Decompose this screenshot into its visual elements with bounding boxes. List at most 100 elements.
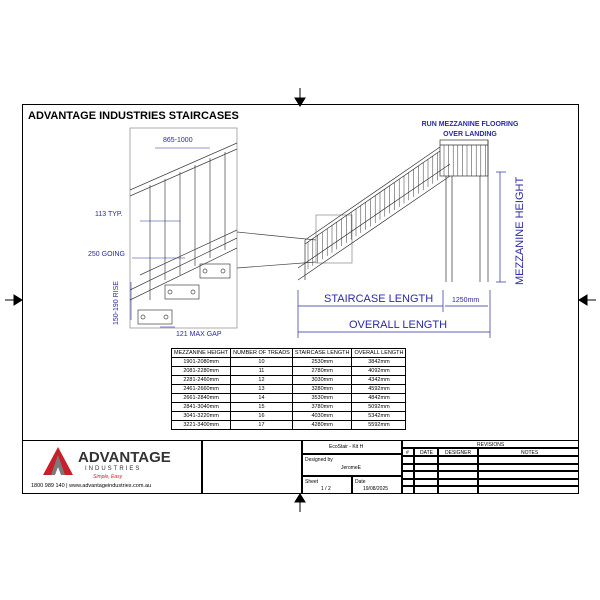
revision-cell bbox=[478, 456, 579, 464]
table-cell: 4592mm bbox=[351, 384, 407, 394]
date-label: Date bbox=[355, 479, 366, 485]
table-cell: 13 bbox=[230, 384, 293, 394]
rev-col-label: NOTES bbox=[521, 450, 539, 456]
main-staircase bbox=[297, 139, 489, 282]
rise-label: 150-190 RISE bbox=[113, 281, 120, 325]
mezzanine-note-line2: OVER LANDING bbox=[443, 131, 497, 138]
revision-cell bbox=[438, 456, 478, 464]
landing-length-label: 1250mm bbox=[452, 297, 480, 304]
page-title: ADVANTAGE INDUSTRIES STAIRCASES bbox=[28, 110, 239, 122]
revision-cell bbox=[478, 478, 579, 487]
table-cell: 2461-2660mm bbox=[170, 384, 232, 394]
sheet-value: 1 / 2 bbox=[321, 486, 331, 492]
revision-cell bbox=[402, 463, 414, 472]
table-header: OVERALL LENGTH bbox=[351, 348, 407, 358]
title-block: ADVANTAGE INDUSTRIES Simple, Easy 1800 9… bbox=[22, 440, 579, 494]
table-header: NUMBER OF TREADS bbox=[230, 348, 293, 358]
table-cell: 10 bbox=[230, 357, 293, 367]
table-cell: 2841-3040mm bbox=[170, 402, 232, 412]
logo-cell: ADVANTAGE INDUSTRIES Simple, Easy 1800 9… bbox=[22, 440, 202, 494]
mezzanine-height-label: MEZZANINE HEIGHT bbox=[514, 176, 526, 285]
date-cell: Date 19/08/2025 bbox=[352, 476, 402, 494]
revision-cell bbox=[414, 486, 438, 494]
revision-cell bbox=[402, 456, 414, 464]
logo-name: ADVANTAGE bbox=[78, 449, 171, 466]
table-cell: 1901-2080mm bbox=[170, 357, 232, 367]
table-cell: 12 bbox=[230, 375, 293, 385]
table-cell: 11 bbox=[230, 366, 293, 376]
rev-col-label: DATE bbox=[420, 450, 433, 456]
sheet-cell: Sheet 1 / 2 bbox=[302, 476, 352, 494]
revisions-header: REVISIONS bbox=[402, 440, 579, 448]
blank-cell bbox=[202, 440, 302, 494]
revision-cell bbox=[402, 478, 414, 487]
date-value: 19/08/2025 bbox=[363, 486, 389, 492]
revision-cell bbox=[414, 463, 438, 472]
table-cell: 4342mm bbox=[351, 375, 407, 385]
table-cell: 3780mm bbox=[291, 402, 353, 412]
handrail-height-label: 865-1000 bbox=[163, 137, 193, 144]
mezzanine-note: RUN MEZZANINE FLOORING OVER LANDING bbox=[400, 120, 540, 140]
table-header: STAIRCASE LENGTH bbox=[291, 348, 353, 358]
table-cell: 3030mm bbox=[291, 375, 353, 385]
table-cell: 3530mm bbox=[291, 393, 353, 403]
rev-col-label: # bbox=[406, 450, 409, 456]
rev-col: NOTES bbox=[478, 448, 579, 456]
revision-cell bbox=[402, 471, 414, 479]
table-cell: 2661-2840mm bbox=[170, 393, 232, 403]
table-cell: 5592mm bbox=[351, 420, 407, 430]
detail-dimensions bbox=[130, 147, 210, 328]
table-cell: 14 bbox=[230, 393, 293, 403]
revisions-label: REVISIONS bbox=[477, 442, 505, 448]
table-cell: 17 bbox=[230, 420, 293, 430]
revision-cell bbox=[478, 471, 579, 479]
overall-length-label: OVERALL LENGTH bbox=[349, 319, 448, 331]
revision-cell bbox=[414, 471, 438, 479]
table-cell: 2281-2460mm bbox=[170, 375, 232, 385]
rev-col: # bbox=[402, 448, 414, 456]
main-dimensions bbox=[297, 171, 506, 338]
table-cell: 2530mm bbox=[291, 357, 353, 367]
table-cell: 15 bbox=[230, 402, 293, 412]
table-cell: 2081-2280mm bbox=[170, 366, 232, 376]
revision-cell bbox=[478, 463, 579, 472]
table-cell: 4092mm bbox=[351, 366, 407, 376]
contact-info: 1800 989 140 | www.advantageindustries.c… bbox=[31, 483, 152, 489]
table-cell: 16 bbox=[230, 411, 293, 421]
mezzanine-note-line1: RUN MEZZANINE FLOORING bbox=[421, 121, 519, 128]
rev-col: DATE bbox=[414, 448, 438, 456]
drawing-name-cell: EcoStair - Kit H bbox=[302, 440, 402, 454]
registration-marks bbox=[5, 88, 596, 512]
logo-tagline: Simple, Easy bbox=[93, 474, 123, 480]
advantage-logo-icon bbox=[43, 447, 73, 475]
table-cell: 3280mm bbox=[291, 384, 353, 394]
designed-by-value: JeromeE bbox=[341, 465, 362, 471]
table-cell: 4280mm bbox=[291, 420, 353, 430]
table-header-row: MEZZANINE HEIGHT NUMBER OF TREADS STAIRC… bbox=[170, 348, 407, 358]
table-cell: 5342mm bbox=[351, 411, 407, 421]
revision-cell bbox=[438, 463, 478, 472]
staircase-length-label: STAIRCASE LENGTH bbox=[324, 293, 434, 305]
table-cell: 2780mm bbox=[291, 366, 353, 376]
table-cell: 4842mm bbox=[351, 393, 407, 403]
main-balusters bbox=[307, 145, 486, 270]
designed-by-label: Designed by bbox=[305, 457, 333, 463]
table-cell: 5092mm bbox=[351, 402, 407, 412]
drawing-name: EcoStair - Kit H bbox=[329, 444, 364, 450]
staircase-spec-table: MEZZANINE HEIGHT NUMBER OF TREADS STAIRC… bbox=[170, 348, 407, 430]
table-cell: 3221-3400mm bbox=[170, 420, 232, 430]
table-cell: 3041-3220mm bbox=[170, 411, 232, 421]
sheet-label: Sheet bbox=[305, 479, 319, 485]
revision-cell bbox=[414, 456, 438, 464]
logo-sub: INDUSTRIES bbox=[85, 466, 142, 472]
revision-cell bbox=[478, 486, 579, 494]
revision-cell bbox=[438, 478, 478, 487]
detail-view bbox=[129, 127, 238, 329]
